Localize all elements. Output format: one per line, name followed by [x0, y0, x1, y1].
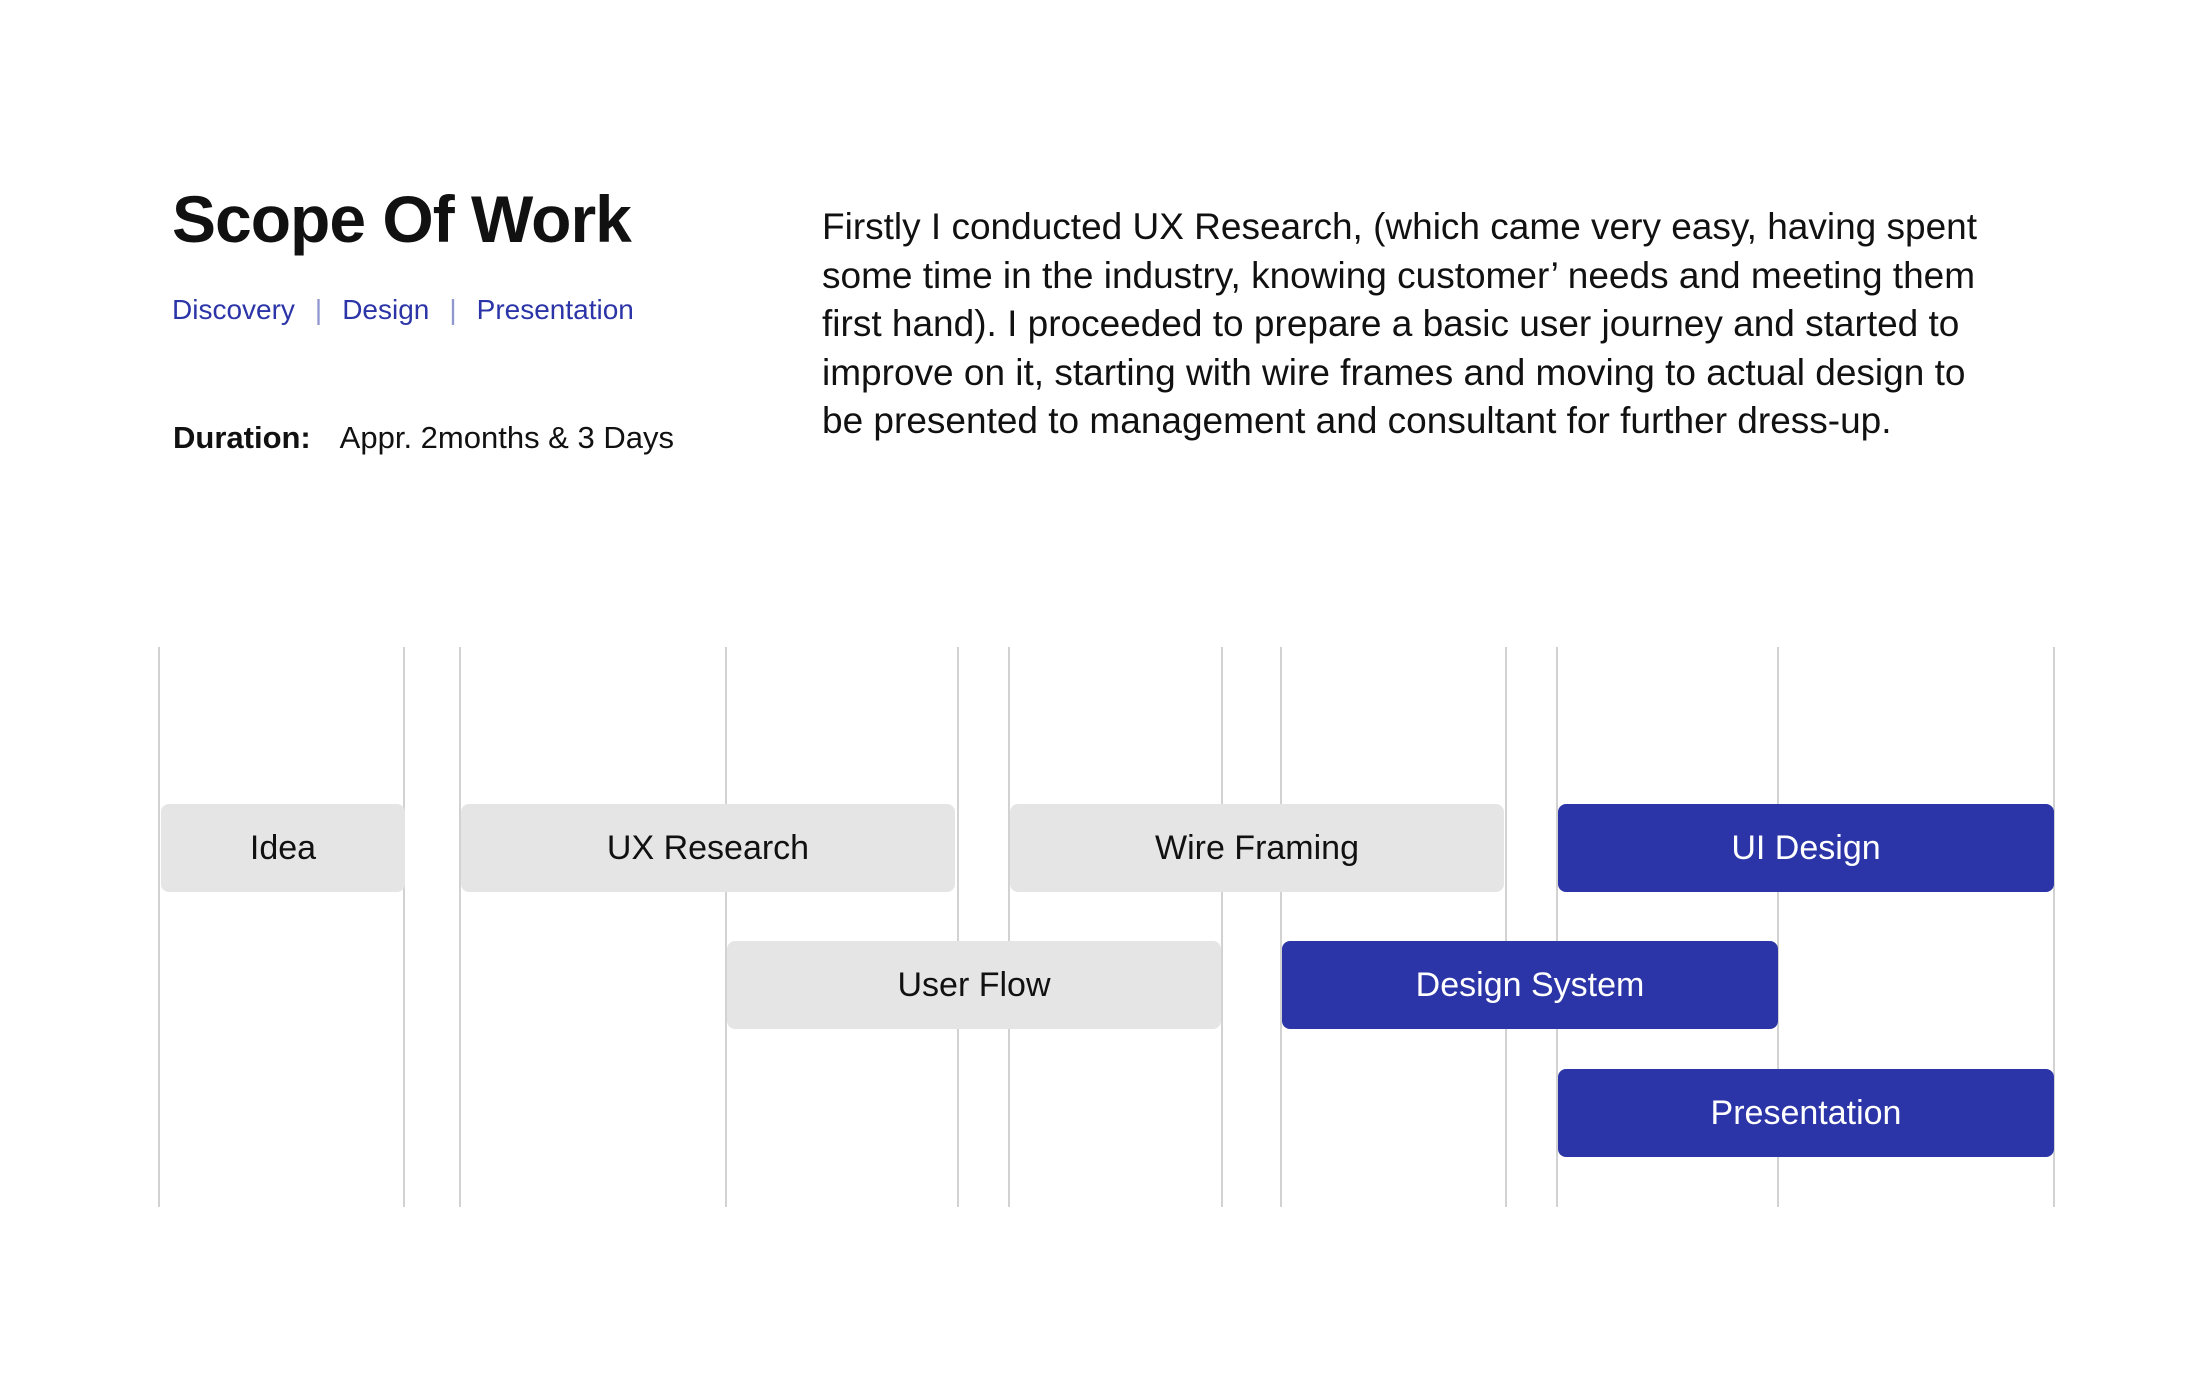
phase-bar-user-flow: User Flow — [727, 941, 1221, 1029]
grid-line — [1505, 647, 1507, 1207]
grid-line — [725, 647, 727, 1207]
phase-bar-ui-design: UI Design — [1558, 804, 2054, 892]
grid-line — [403, 647, 405, 1207]
phase-bar-idea: Idea — [161, 804, 405, 892]
project-description: Firstly I conducted UX Research, (which … — [822, 206, 1978, 441]
phase-bar-wire-framing: Wire Framing — [1010, 804, 1504, 892]
phase-bar-ux-research: UX Research — [461, 804, 955, 892]
scope-tags: Discovery | Design | Presentation — [172, 293, 634, 327]
grid-line — [158, 647, 160, 1207]
grid-line — [1777, 647, 1779, 1207]
tag-design: Design — [342, 294, 430, 325]
grid-line — [1221, 647, 1223, 1207]
duration: Duration: Appr. 2months & 3 Days — [173, 419, 674, 457]
grid-line — [957, 647, 959, 1207]
grid-line — [1008, 647, 1010, 1207]
tag-presentation: Presentation — [476, 294, 634, 325]
page-title: Scope Of Work — [172, 182, 632, 256]
phase-bar-presentation: Presentation — [1558, 1069, 2054, 1157]
tag-separator: | — [314, 294, 323, 325]
grid-line — [1280, 647, 1282, 1207]
grid-line — [2053, 647, 2055, 1207]
grid-line — [1556, 647, 1558, 1207]
duration-label: Duration: — [173, 420, 311, 455]
grid-line — [459, 647, 461, 1207]
tag-discovery: Discovery — [172, 294, 295, 325]
tag-separator: | — [449, 294, 457, 325]
phase-bar-design-system: Design System — [1282, 941, 1778, 1029]
duration-value: Appr. 2months & 3 Days — [339, 420, 674, 455]
